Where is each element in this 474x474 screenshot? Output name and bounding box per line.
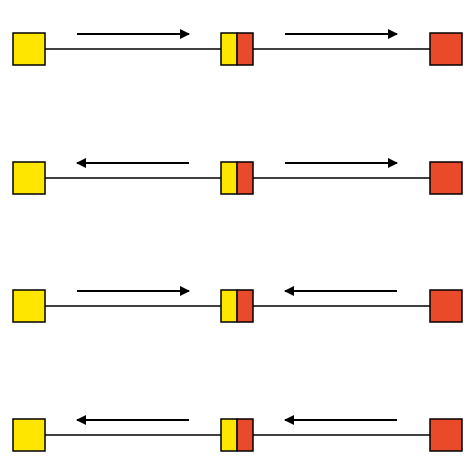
middle-red-half-4 [236, 418, 254, 452]
middle-yellow-half-3 [220, 289, 238, 323]
red-square-2 [429, 161, 463, 195]
red-square-3 [429, 289, 463, 323]
red-square-4 [429, 418, 463, 452]
middle-yellow-half-1 [220, 32, 238, 66]
middle-red-half-1 [236, 32, 254, 66]
yellow-square-4 [12, 418, 46, 452]
yellow-square-3 [12, 289, 46, 323]
yellow-square-2 [12, 161, 46, 195]
middle-red-half-2 [236, 161, 254, 195]
middle-yellow-half-2 [220, 161, 238, 195]
red-square-1 [429, 32, 463, 66]
middle-red-half-3 [236, 289, 254, 323]
middle-yellow-half-4 [220, 418, 238, 452]
yellow-square-1 [12, 32, 46, 66]
